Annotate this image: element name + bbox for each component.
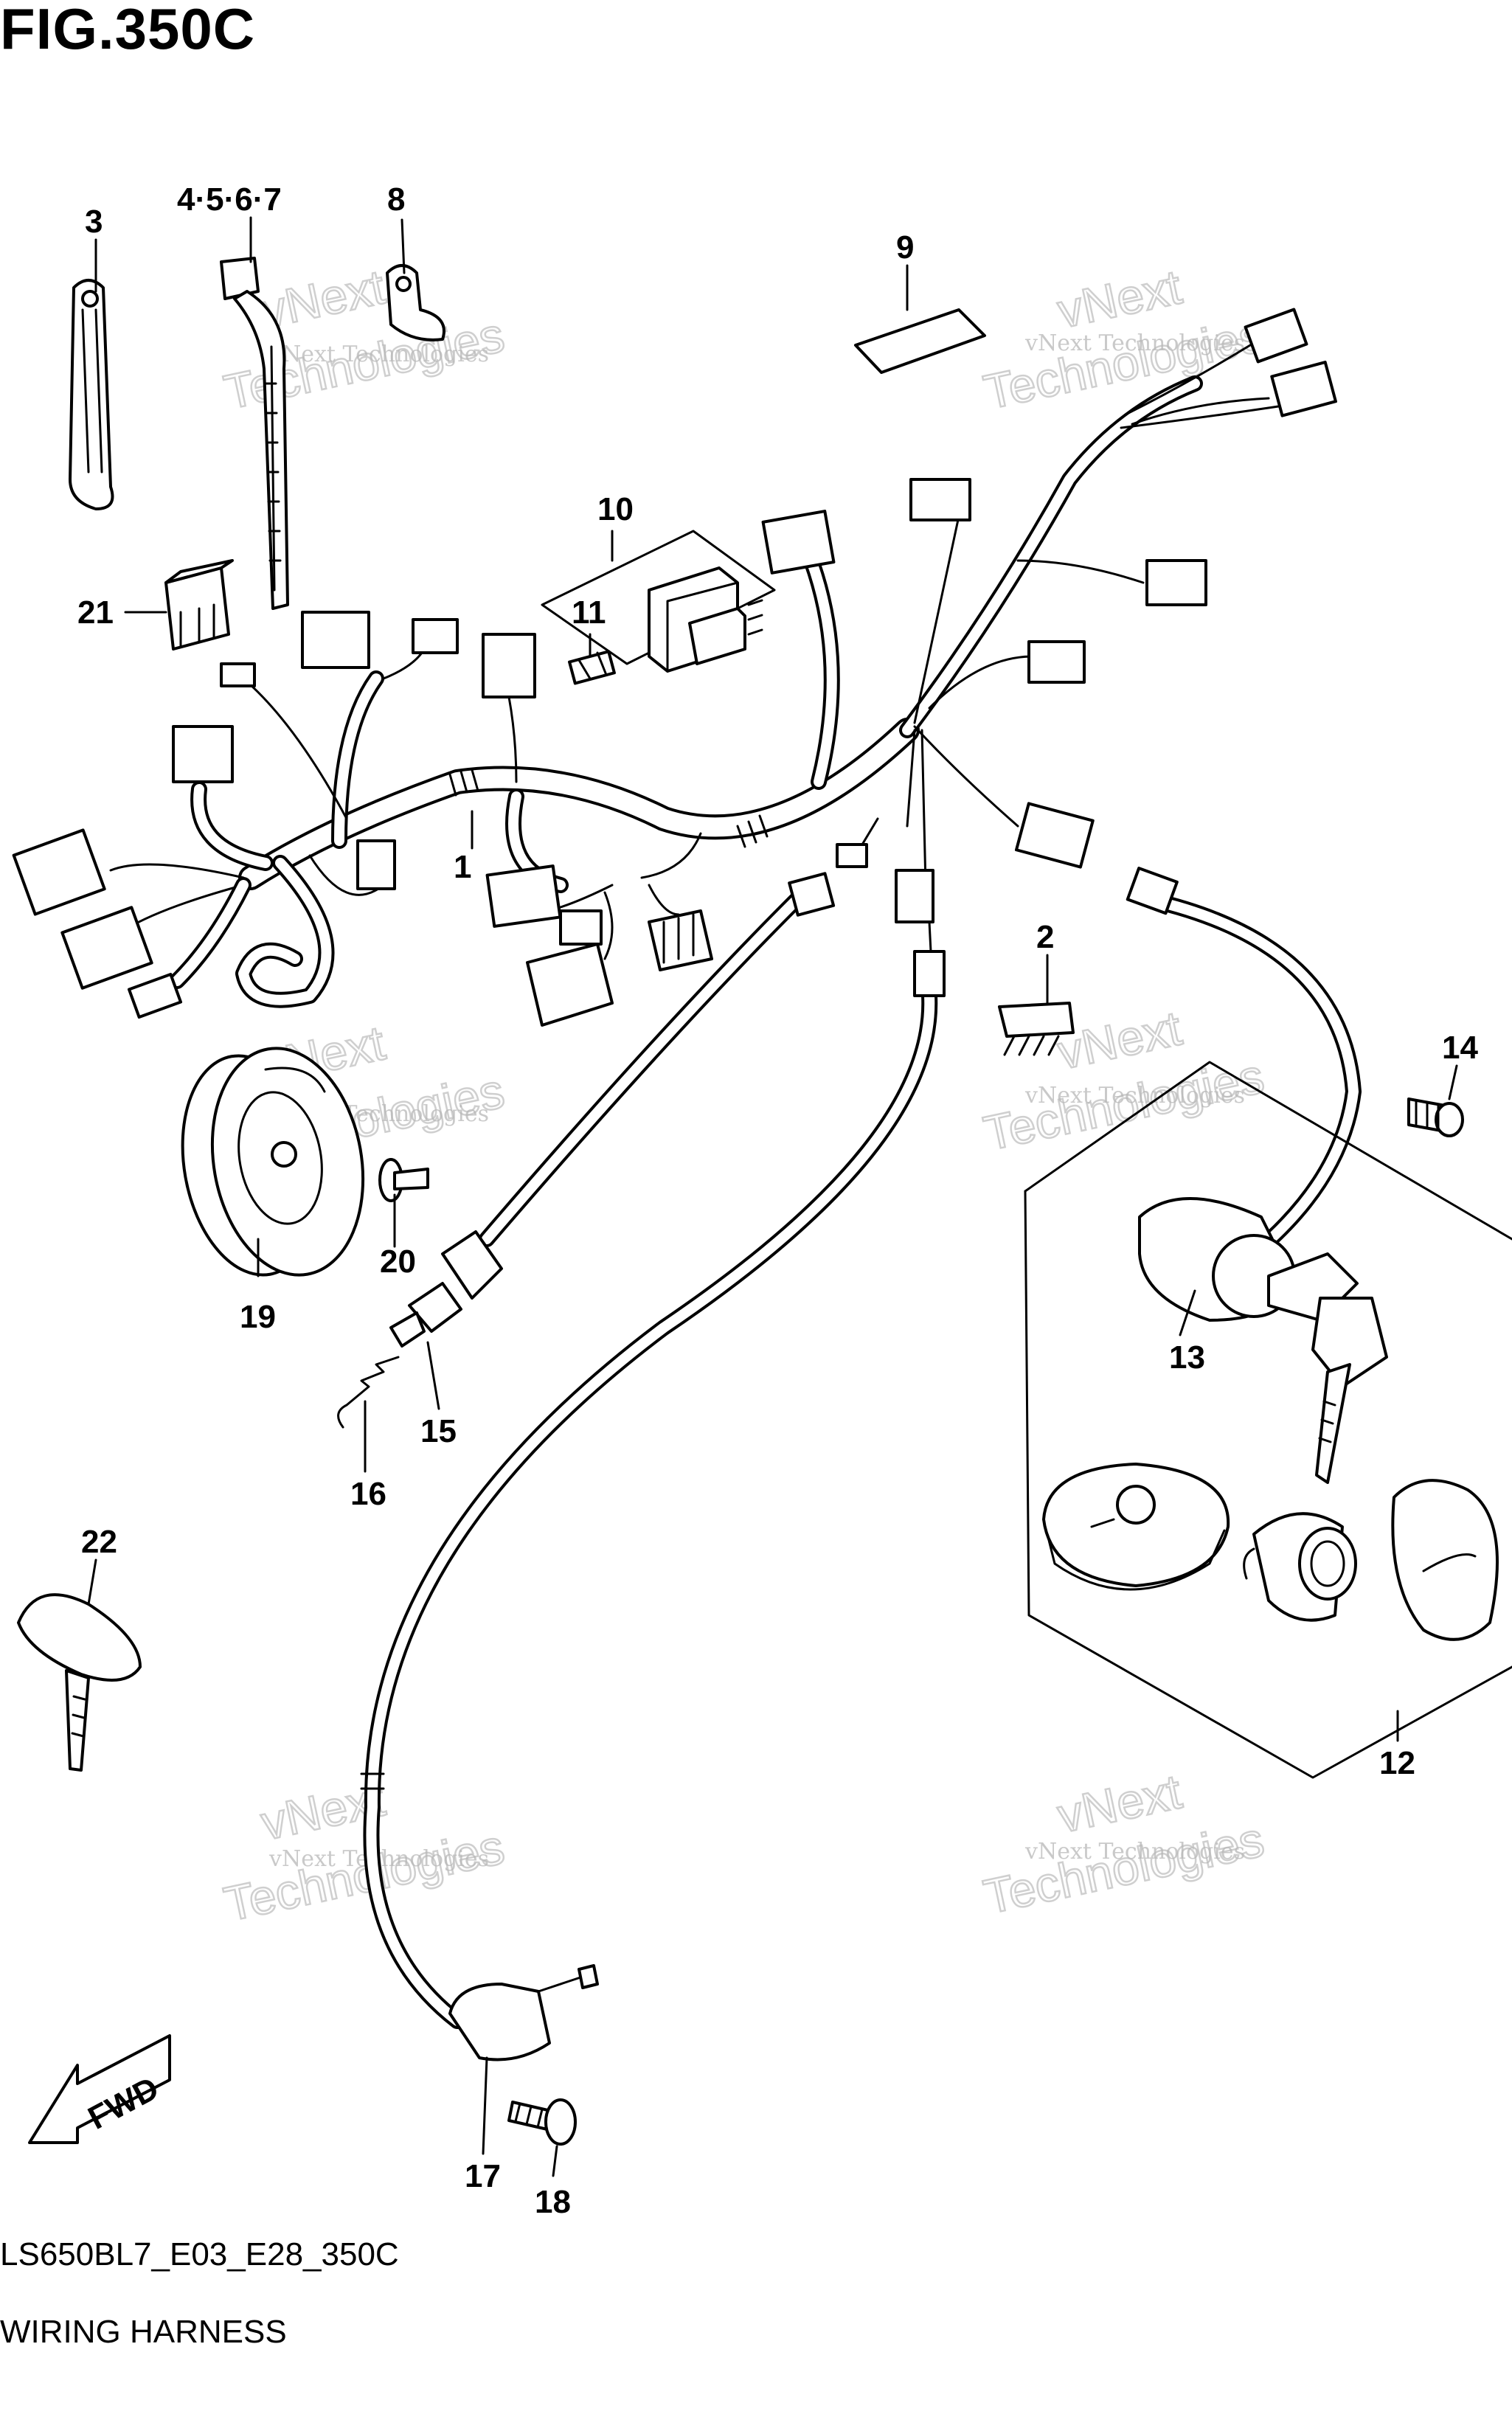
part-18-bolt (507, 2098, 577, 2146)
watermarks: vNext Technologies vNext Technologies vN… (218, 258, 1269, 1932)
part-14-screw (1407, 1097, 1464, 1137)
part-9-label-sticker (854, 308, 986, 374)
callout-20: 20 (380, 1244, 416, 1280)
part-15-switch (389, 1230, 503, 1348)
figure-title: FIG.350C (0, 0, 256, 61)
part-10-fuse-box-group (541, 530, 776, 685)
callout-2: 2 (1036, 919, 1054, 955)
callout-21: 21 (77, 594, 114, 631)
part-17-stop-switch (448, 1964, 599, 2061)
callout-19: 19 (240, 1299, 276, 1335)
watermark-top-right: vNext Technologies vNext Technologies (978, 258, 1269, 420)
leader-lines (87, 216, 1458, 2177)
part-12-lock-set-group (1024, 1061, 1512, 1779)
part-20-screw (378, 1158, 429, 1202)
svg-text:vNext Technologies: vNext Technologies (1024, 1839, 1245, 1865)
callout-4-5-6-7: 4·5·6·7 (177, 181, 282, 218)
callout-3: 3 (85, 204, 103, 240)
callout-8: 8 (387, 181, 405, 218)
callout-11: 11 (572, 594, 606, 631)
part-21-relay (164, 559, 234, 651)
callout-17: 17 (465, 2158, 501, 2194)
callout-13: 13 (1169, 1339, 1205, 1376)
svg-text:vNext Technologies: vNext Technologies (1024, 1083, 1245, 1109)
part-16-spring (337, 1356, 400, 1429)
watermark-low-right: vNext Technologies vNext Technologies (978, 1763, 1269, 1925)
callout-15: 15 (420, 1413, 457, 1449)
part-3-clamp-band (69, 279, 114, 510)
fwd-arrow-icon: FWD (28, 2034, 171, 2144)
section-name: WIRING HARNESS (0, 2314, 287, 2350)
part-1-main-wiring-harness (12, 308, 1362, 2029)
part-13-ignition-switch (1138, 1197, 1388, 1484)
part-8-clamp (386, 264, 445, 341)
callout-18: 18 (535, 2184, 571, 2220)
part-2-connector (998, 1002, 1075, 1056)
callout-10: 10 (597, 491, 634, 527)
part-19-horn (181, 1047, 365, 1277)
callout-9: 9 (896, 229, 914, 266)
part-4-7-cable-tie (220, 257, 289, 610)
callout-1: 1 (454, 849, 471, 885)
callout-16: 16 (350, 1476, 386, 1512)
callout-14: 14 (1442, 1030, 1478, 1066)
callout-12: 12 (1379, 1745, 1415, 1781)
callout-labels: 3 4·5·6·7 8 9 10 11 21 1 2 14 13 12 20 1… (77, 181, 1478, 2220)
svg-text:vNext Technologies: vNext Technologies (268, 341, 489, 367)
svg-text:vNext Technologies: vNext Technologies (1024, 330, 1245, 356)
callout-22: 22 (81, 1524, 117, 1560)
part-22-key (17, 1593, 142, 1772)
model-code: LS650BL7_E03_E28_350C (0, 2236, 399, 2272)
